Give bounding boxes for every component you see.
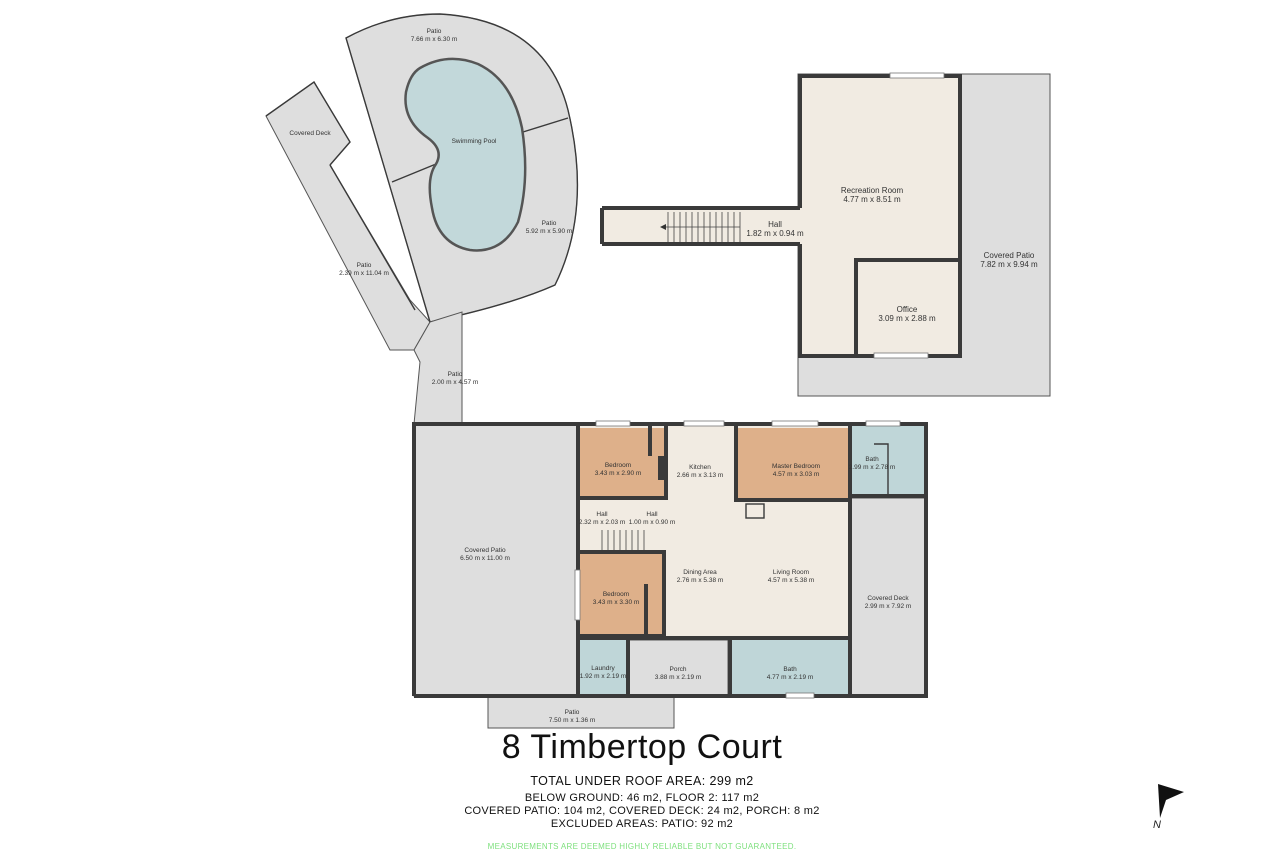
swimming-pool xyxy=(404,57,527,252)
label-bedroom-1: Bedroom xyxy=(605,462,631,469)
window-rec-top xyxy=(889,72,945,79)
dim-living: 4.57 m x 5.38 m xyxy=(768,577,815,584)
label-dining: Dining Area xyxy=(683,569,717,576)
label-office: Office xyxy=(897,305,918,314)
label-hall-upper: Hall xyxy=(768,220,782,229)
dim-covered-patio-right: 7.82 m x 9.94 m xyxy=(980,260,1038,269)
pool-patio-divider-1 xyxy=(391,163,437,183)
hall-upper-area xyxy=(602,208,802,244)
label-covered-deck-right: Covered Deck xyxy=(867,595,909,602)
bedroom-2-area xyxy=(580,552,664,636)
walkway-edge xyxy=(329,164,416,311)
property-title: 8 Timbertop Court xyxy=(501,728,783,766)
dim-office: 3.09 m x 2.88 m xyxy=(878,314,936,323)
pool-patio-area xyxy=(265,13,579,425)
stairs-upper xyxy=(662,212,741,242)
label-bath-1: Bath xyxy=(865,456,879,463)
label-master-bedroom: Master Bedroom xyxy=(772,463,820,470)
area-line-3: EXCLUDED AREAS: PATIO: 92 m2 xyxy=(550,818,734,830)
main-floor xyxy=(412,420,928,729)
label-patio-side: Patio xyxy=(542,220,557,227)
laundry-area xyxy=(578,640,628,694)
dim-patio-side: 5.92 m x 5.90 m xyxy=(526,228,573,235)
dim-dining: 2.76 m x 5.38 m xyxy=(677,577,724,584)
window-bedroom-1 xyxy=(595,420,631,427)
dim-bedroom-1: 3.43 m x 2.90 m xyxy=(595,470,642,477)
exterior-walls xyxy=(412,422,928,698)
fridge-block xyxy=(658,456,666,480)
dim-porch: 3.88 m x 2.19 m xyxy=(655,674,702,681)
stairs-upper-arrow-icon xyxy=(660,224,666,230)
covered-deck-top-wall xyxy=(265,80,351,166)
recreation-room-area xyxy=(800,76,960,356)
window-bath-1 xyxy=(865,420,901,427)
window-bedroom-2 xyxy=(574,569,581,621)
dim-bedroom-2: 3.43 m x 3.30 m xyxy=(593,599,640,606)
window-bath-2 xyxy=(785,692,815,699)
label-bedroom-2: Bedroom xyxy=(603,591,629,598)
area-line-2: COVERED PATIO: 104 m2, COVERED DECK: 24 … xyxy=(464,805,820,817)
recreation-room-walls xyxy=(798,74,962,358)
label-covered-patio-left: Covered Patio xyxy=(464,547,506,554)
dim-recreation: 4.77 m x 8.51 m xyxy=(843,195,901,204)
label-pool: Swimming Pool xyxy=(452,138,497,145)
room-labels: Patio 7.66 m x 6.30 m Swimming Pool Pati… xyxy=(289,28,1038,724)
upper-building xyxy=(600,72,1051,397)
hall-upper-walls xyxy=(600,206,800,246)
label-covered-patio-right: Covered Patio xyxy=(984,251,1035,260)
label-porch: Porch xyxy=(670,666,687,673)
window-master xyxy=(771,420,819,427)
window-office xyxy=(873,352,929,359)
dim-hall-2: 1.00 m x 0.90 m xyxy=(629,519,676,526)
interior-walls xyxy=(576,424,926,696)
pool-patio-divider-2 xyxy=(522,117,569,133)
office-walls xyxy=(854,258,960,356)
dim-bath-2: 4.77 m x 2.19 m xyxy=(767,674,814,681)
dim-patio-pool: 7.66 m x 6.30 m xyxy=(411,36,458,43)
patio-front-area xyxy=(487,695,675,729)
window-kitchen xyxy=(683,420,725,427)
label-covered-deck-top: Covered Deck xyxy=(289,130,331,137)
dim-patio-walk: 2.39 m x 11.04 m xyxy=(339,270,389,277)
dim-covered-patio-left: 6.50 m x 11.00 m xyxy=(460,555,510,562)
dim-covered-deck-right: 2.99 m x 7.92 m xyxy=(865,603,912,610)
label-laundry: Laundry xyxy=(591,665,615,672)
dim-bath-1: 2.99 m x 2.78 m xyxy=(849,464,896,471)
disclaimer: MEASUREMENTS ARE DEEMED HIGHLY RELIABLE … xyxy=(487,842,797,851)
dim-kitchen: 2.66 m x 3.13 m xyxy=(677,472,724,479)
dim-master-bedroom: 4.57 m x 3.03 m xyxy=(773,471,820,478)
dim-patio-front: 7.50 m x 1.36 m xyxy=(549,717,596,724)
total-area: TOTAL UNDER ROOF AREA: 299 m2 xyxy=(530,774,754,788)
label-patio-front: Patio xyxy=(565,709,580,716)
bath-1-partition xyxy=(874,443,889,494)
label-kitchen: Kitchen xyxy=(689,464,711,471)
dim-patio-path: 2.00 m x 4.57 m xyxy=(432,379,479,386)
area-line-1: BELOW GROUND: 46 m2, FLOOR 2: 117 m2 xyxy=(524,792,760,804)
stair-symbol xyxy=(745,503,765,519)
label-bath-2: Bath xyxy=(783,666,797,673)
pool-patio-edge xyxy=(345,13,579,323)
bath-2-area xyxy=(730,640,848,694)
covered-patio-left-area xyxy=(413,423,579,697)
label-hall-1: Hall xyxy=(596,511,608,518)
label-recreation: Recreation Room xyxy=(841,186,904,195)
label-living: Living Room xyxy=(773,569,809,576)
dim-hall-1: 2.32 m x 2.03 m xyxy=(579,519,626,526)
label-patio-path: Patio xyxy=(448,371,463,378)
master-bedroom-area xyxy=(736,428,848,500)
label-hall-2: Hall xyxy=(646,511,658,518)
stairs-main xyxy=(601,530,645,550)
north-label: N xyxy=(1153,819,1161,831)
dim-hall-upper: 1.82 m x 0.94 m xyxy=(746,229,804,238)
label-patio-pool: Patio xyxy=(427,28,442,35)
label-patio-walk: Patio xyxy=(357,262,372,269)
dim-laundry: 1.92 m x 2.19 m xyxy=(580,673,627,680)
north-arrow-icon xyxy=(1158,784,1184,818)
